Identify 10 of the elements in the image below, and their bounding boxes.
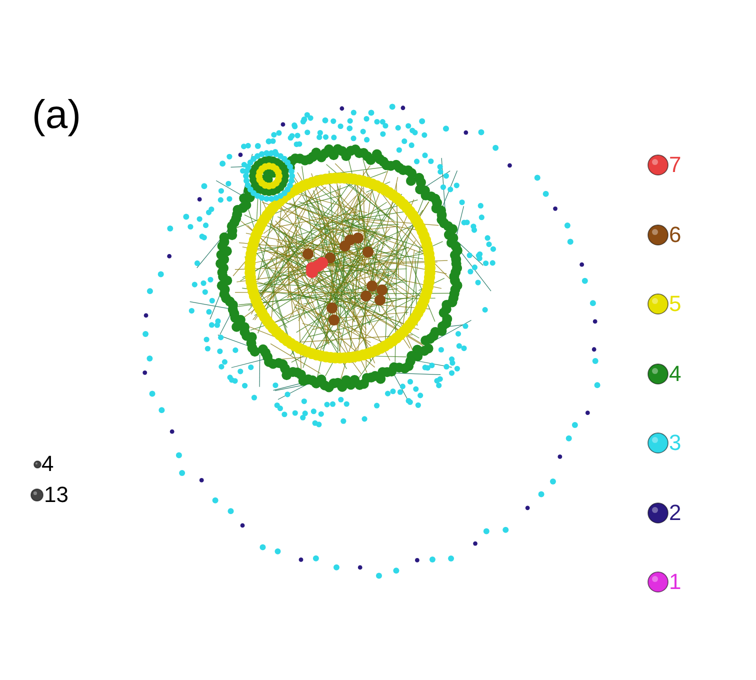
legend-label: 4 (669, 362, 682, 384)
panel-label: (a) (32, 95, 81, 135)
legend-label: 1 (669, 571, 682, 593)
legend-label: 4 (42, 453, 54, 475)
legend-label: 5 (669, 293, 682, 315)
legend-label: 13 (44, 484, 68, 506)
legend-label: 2 (669, 502, 682, 524)
legend-label: 6 (669, 224, 682, 246)
legend-label: 7 (669, 154, 682, 176)
legend-label: 3 (669, 432, 682, 454)
